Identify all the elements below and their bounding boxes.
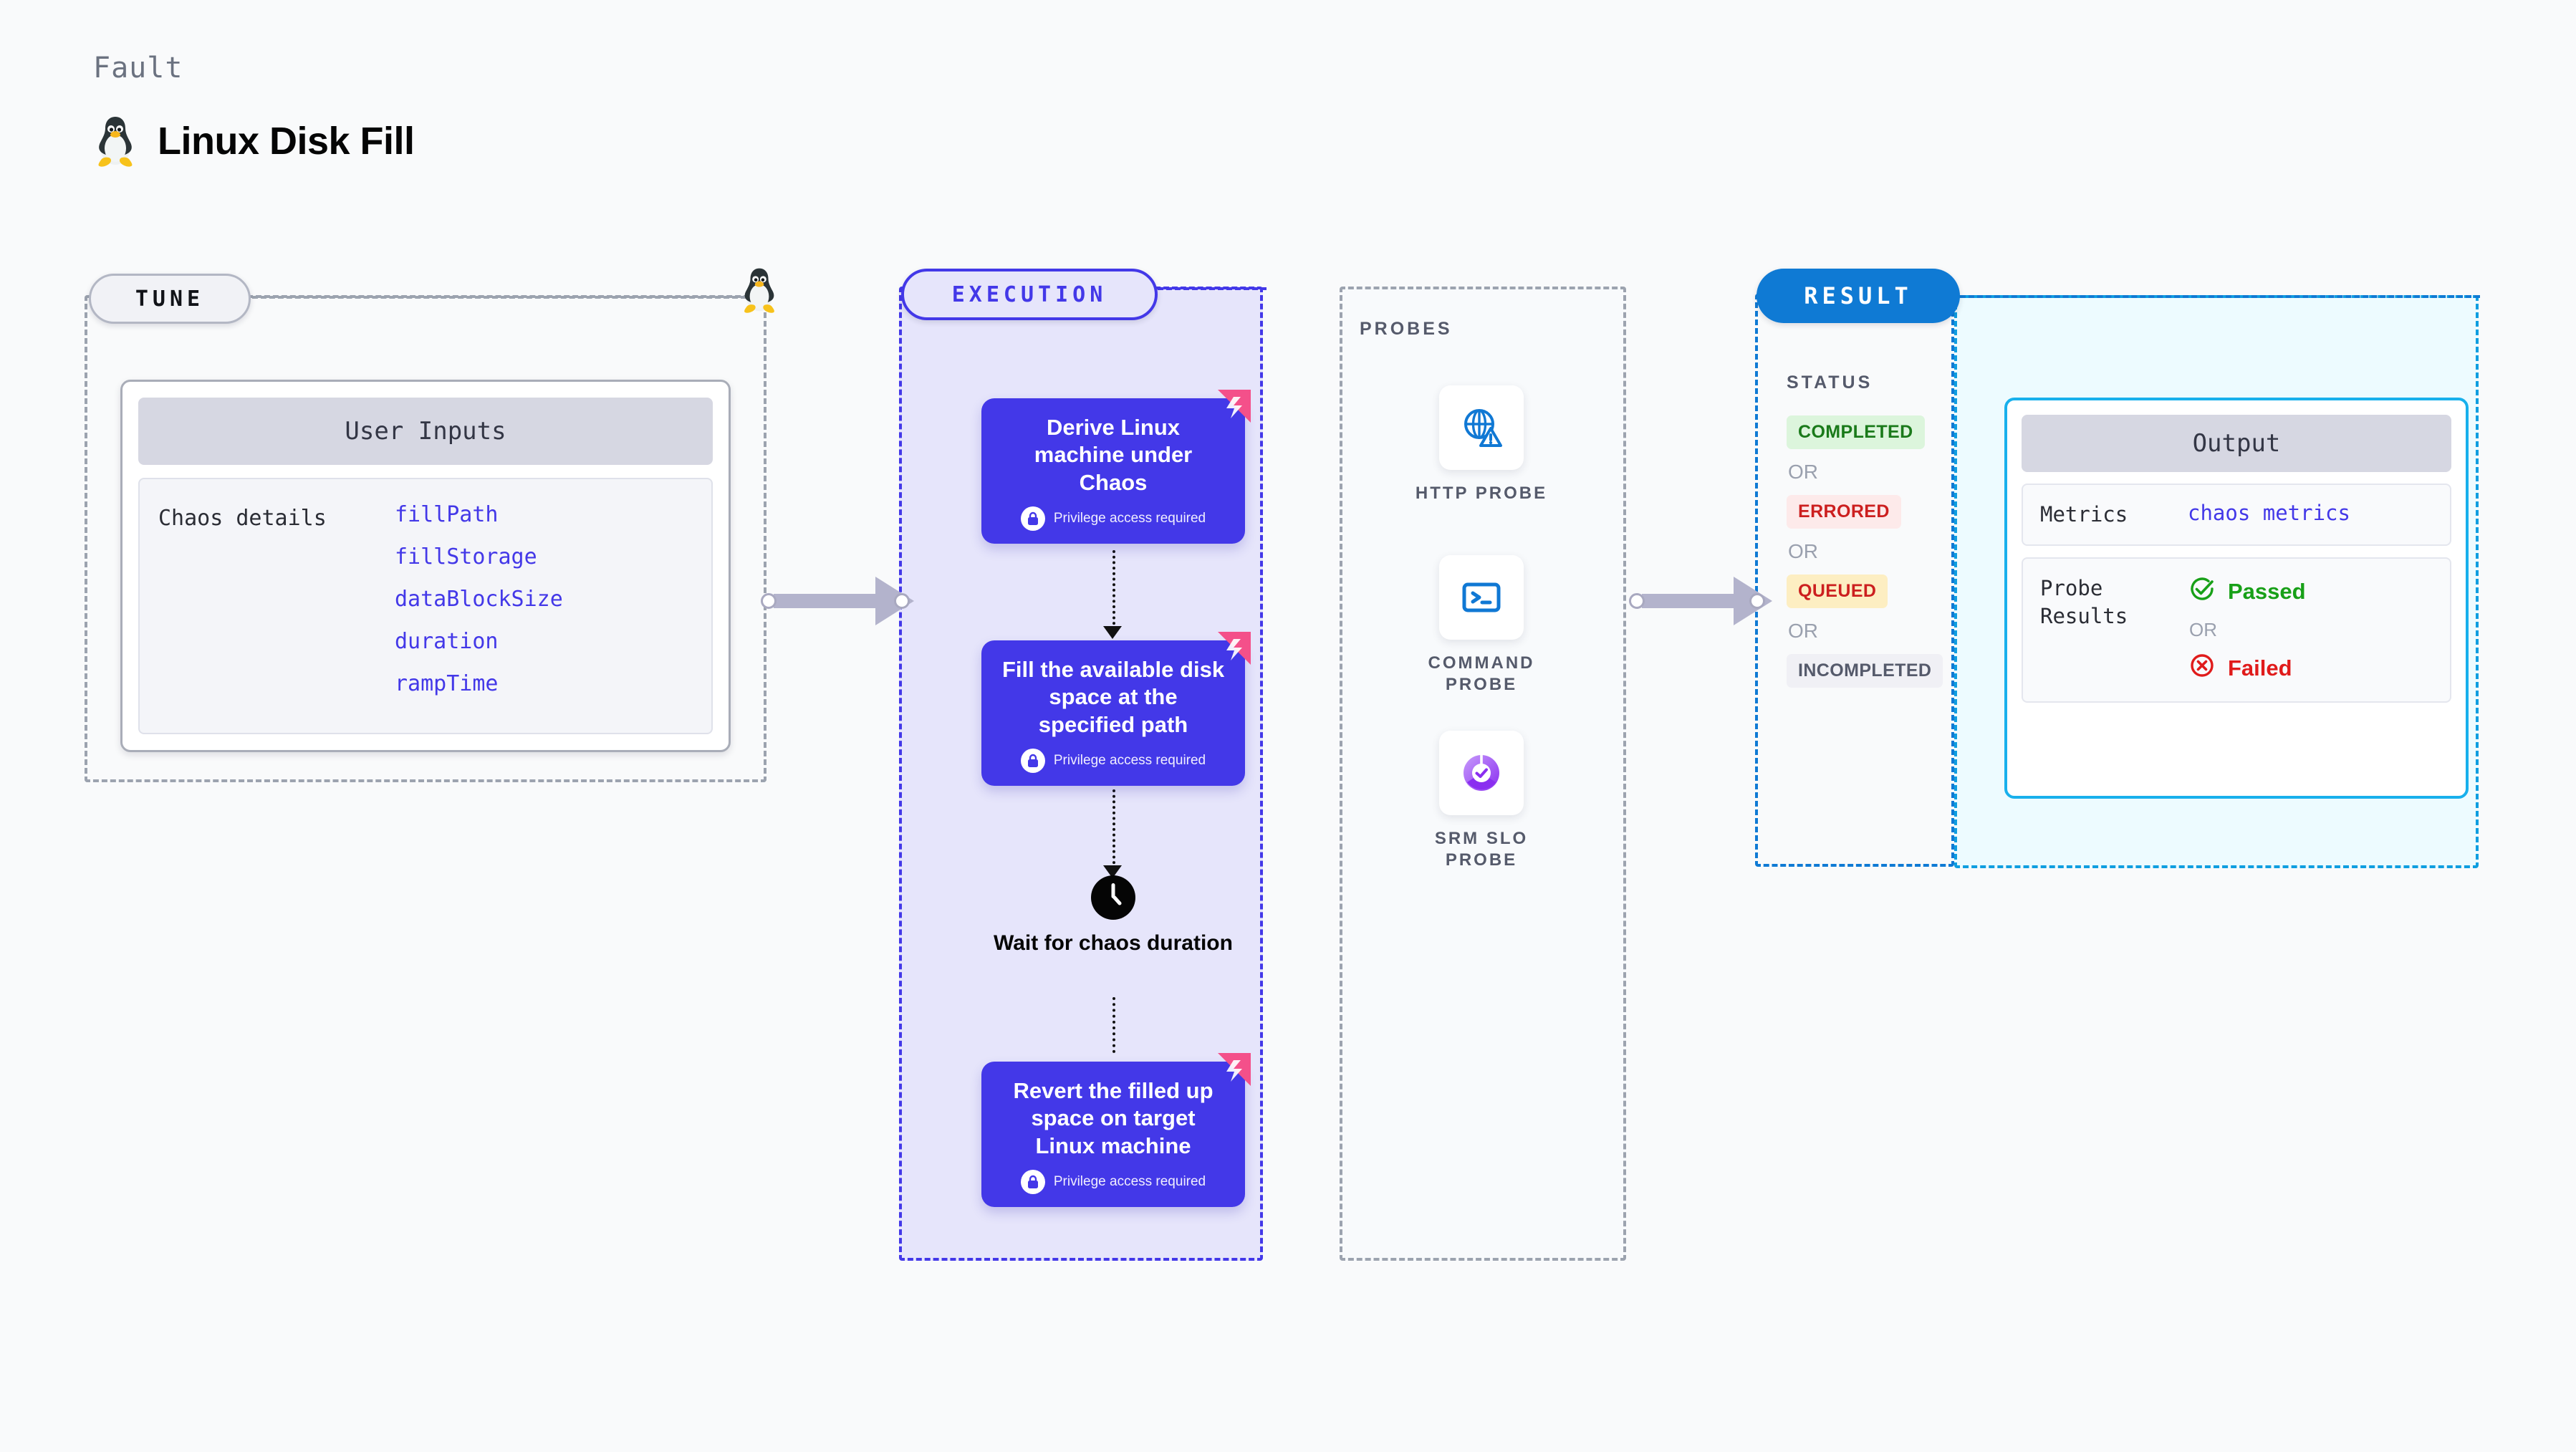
terminal-icon bbox=[1439, 555, 1524, 640]
page-title-row: Linux Disk Fill bbox=[93, 115, 415, 168]
output-probe-results-key: Probe Results bbox=[2040, 576, 2128, 629]
linux-tux-icon bbox=[93, 115, 138, 168]
clock-icon bbox=[1091, 875, 1135, 920]
output-metrics-row: Metrics chaos metrics bbox=[2022, 484, 2451, 547]
probe-card-http[interactable]: HTTP PROBE bbox=[1410, 385, 1553, 504]
page-title: Linux Disk Fill bbox=[158, 120, 415, 163]
user-inputs-card-body: Chaos details fillPath fillStorage dataB… bbox=[138, 478, 713, 734]
probe-label: COMMAND PROBE bbox=[1428, 653, 1535, 694]
output-card: Output Metrics chaos metrics Probe Resul… bbox=[2004, 398, 2469, 799]
result-top-dashed-line bbox=[1960, 295, 2480, 298]
probe-result-passed: Passed bbox=[2188, 574, 2306, 609]
lock-icon bbox=[1020, 749, 1045, 774]
flow-endpoint-dot bbox=[761, 593, 777, 609]
flow-endpoint-dot bbox=[894, 593, 910, 609]
or-separator: OR bbox=[1788, 461, 1818, 483]
x-circle-icon bbox=[2188, 651, 2216, 686]
step-connector-line bbox=[1112, 550, 1115, 630]
tune-top-dashed-line bbox=[252, 296, 746, 299]
output-metrics-key: Metrics bbox=[2040, 502, 2128, 527]
lock-icon bbox=[1020, 506, 1045, 532]
status-badge: ERRORED bbox=[1787, 495, 1901, 529]
wait-label: Wait for chaos duration bbox=[994, 931, 1233, 955]
probe-result-passed-label: Passed bbox=[2228, 579, 2306, 605]
status-section-label: STATUS bbox=[1787, 372, 1873, 393]
chaos-flag-icon bbox=[1212, 629, 1254, 670]
flow-endpoint-dot bbox=[1749, 593, 1765, 609]
chaos-parameter-item[interactable]: fillPath bbox=[395, 502, 499, 527]
globe-warning-icon bbox=[1439, 385, 1524, 470]
or-separator: OR bbox=[1788, 540, 1818, 562]
chaos-parameter-item[interactable]: fillStorage bbox=[395, 544, 537, 569]
chaos-flag-icon bbox=[1212, 387, 1254, 428]
execution-step-note-label: Privilege access required bbox=[1053, 753, 1206, 769]
user-inputs-card-title: User Inputs bbox=[138, 398, 713, 465]
execution-step-title: Revert the filled up space on target Lin… bbox=[1013, 1078, 1213, 1158]
probe-card-command[interactable]: COMMAND PROBE bbox=[1410, 555, 1553, 696]
execution-step-note: Privilege access required bbox=[999, 506, 1228, 532]
execution-top-dashed-line bbox=[1158, 287, 1267, 290]
execution-step-title: Derive Linux machine under Chaos bbox=[1034, 415, 1193, 495]
status-badge: COMPLETED bbox=[1787, 415, 1925, 449]
result-section-pill[interactable]: RESULT bbox=[1756, 269, 1960, 323]
tune-section-pill[interactable]: TUNE bbox=[89, 274, 251, 324]
lock-icon bbox=[1020, 1170, 1045, 1195]
execution-step-title: Fill the available disk space at the spe… bbox=[1001, 657, 1225, 737]
output-metrics-value[interactable]: chaos metrics bbox=[2188, 501, 2350, 525]
execution-step-card[interactable]: Derive Linux machine under Chaos Privile… bbox=[981, 390, 1251, 544]
execution-section-pill[interactable]: EXECUTION bbox=[901, 269, 1158, 320]
user-inputs-card: User Inputs Chaos details fillPath fillS… bbox=[120, 380, 731, 752]
step-connector-line bbox=[1112, 997, 1115, 1053]
probe-label: HTTP PROBE bbox=[1415, 484, 1548, 503]
execution-step-note: Privilege access required bbox=[999, 749, 1228, 774]
linux-tux-marker-icon bbox=[739, 266, 779, 317]
execution-step-card[interactable]: Revert the filled up space on target Lin… bbox=[981, 1053, 1251, 1208]
or-separator: OR bbox=[1788, 620, 1818, 642]
step-connector-line bbox=[1112, 789, 1115, 870]
output-card-title: Output bbox=[2022, 415, 2451, 472]
wait-for-chaos-duration-node: Wait for chaos duration bbox=[981, 875, 1245, 957]
step-connector-arrowhead bbox=[1103, 626, 1122, 639]
chaos-flag-icon bbox=[1212, 1050, 1254, 1092]
probe-result-values: Passed OR Failed bbox=[2188, 574, 2306, 686]
status-badge-list: COMPLETED OR ERRORED OR QUEUED OR INCOMP… bbox=[1787, 415, 1944, 688]
probe-card-srm-slo[interactable]: SRM SLO PROBE bbox=[1410, 731, 1553, 871]
execution-step-note-label: Privilege access required bbox=[1053, 511, 1206, 527]
execution-step-note-label: Privilege access required bbox=[1053, 1174, 1206, 1190]
output-probe-results-row: Probe Results Passed OR bbox=[2022, 557, 2451, 703]
chaos-details-label: Chaos details bbox=[158, 506, 327, 531]
status-badge: QUEUED bbox=[1787, 574, 1888, 608]
chaos-parameter-list: fillPath fillStorage dataBlockSize durat… bbox=[395, 502, 563, 710]
chaos-parameter-item[interactable]: dataBlockSize bbox=[395, 587, 563, 612]
slo-donut-check-icon bbox=[1439, 731, 1524, 815]
probe-result-failed-label: Failed bbox=[2228, 655, 2292, 681]
check-circle-icon bbox=[2188, 574, 2216, 609]
probes-section-label: PROBES bbox=[1360, 319, 1453, 339]
execution-step-card[interactable]: Fill the available disk space at the spe… bbox=[981, 632, 1251, 787]
probe-label: SRM SLO PROBE bbox=[1434, 829, 1529, 870]
chaos-parameter-item[interactable]: duration bbox=[395, 629, 499, 654]
or-separator: OR bbox=[2189, 619, 2217, 641]
status-badge: INCOMPLETED bbox=[1787, 654, 1943, 688]
chaos-parameter-item[interactable]: rampTime bbox=[395, 671, 499, 696]
probe-result-failed: Failed bbox=[2188, 651, 2306, 686]
flow-endpoint-dot bbox=[1629, 593, 1645, 609]
page-eyebrow: Fault bbox=[93, 52, 183, 85]
execution-step-note: Privilege access required bbox=[999, 1170, 1228, 1195]
